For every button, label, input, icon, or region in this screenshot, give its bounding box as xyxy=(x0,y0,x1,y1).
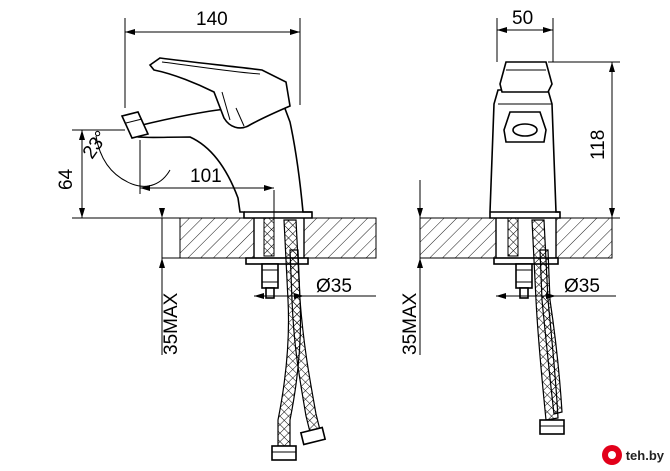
side-mount-nut xyxy=(515,263,533,289)
front-aerator xyxy=(120,111,150,139)
dim-label-23: 23° xyxy=(79,127,113,163)
front-hose-fitting-right xyxy=(299,426,327,446)
dim-label-64: 64 xyxy=(56,168,77,190)
dim-label-35max-side: 35MAX xyxy=(400,292,421,355)
side-view: 50 118 35MAX Ø35 xyxy=(400,8,620,435)
dim-label-140: 140 xyxy=(196,9,228,30)
front-hose-fitting-left xyxy=(271,445,297,461)
front-dim-101: 101 xyxy=(139,140,275,218)
front-view: 140 64 23° 101 xyxy=(56,9,377,461)
side-hose-right xyxy=(539,249,563,415)
side-dim-50: 50 xyxy=(496,8,554,62)
front-dim-64: 64 xyxy=(56,129,180,219)
dim-label-35max-front: 35MAX xyxy=(161,292,182,355)
side-dim-35max: 35MAX xyxy=(400,180,496,355)
side-hose-fitting xyxy=(539,419,565,435)
dim-label-118: 118 xyxy=(588,130,609,160)
teh-by-logo-icon xyxy=(601,445,622,465)
dim-label-50: 50 xyxy=(512,8,533,29)
side-handle xyxy=(499,61,553,93)
side-dim-d35: Ø35 xyxy=(496,276,616,299)
side-dim-118: 118 xyxy=(548,61,620,219)
front-mount-nut xyxy=(261,263,279,289)
front-dim-140: 140 xyxy=(124,9,301,108)
side-mount-stud xyxy=(507,217,519,257)
watermark-text: teh.by xyxy=(625,447,664,463)
side-faucet-body xyxy=(489,89,561,219)
front-faucet-body xyxy=(130,103,313,219)
front-mount-stud xyxy=(263,217,275,257)
front-dim-35max: 35MAX xyxy=(159,208,262,355)
front-handle-lever xyxy=(148,57,291,129)
dim-label-101: 101 xyxy=(190,166,222,187)
side-aerator xyxy=(512,123,538,137)
dim-label-d35-side: Ø35 xyxy=(564,276,600,297)
dim-label-d35-front: Ø35 xyxy=(316,276,352,297)
watermark: teh.by xyxy=(601,445,664,465)
front-dim-d35: Ø35 xyxy=(254,276,376,299)
